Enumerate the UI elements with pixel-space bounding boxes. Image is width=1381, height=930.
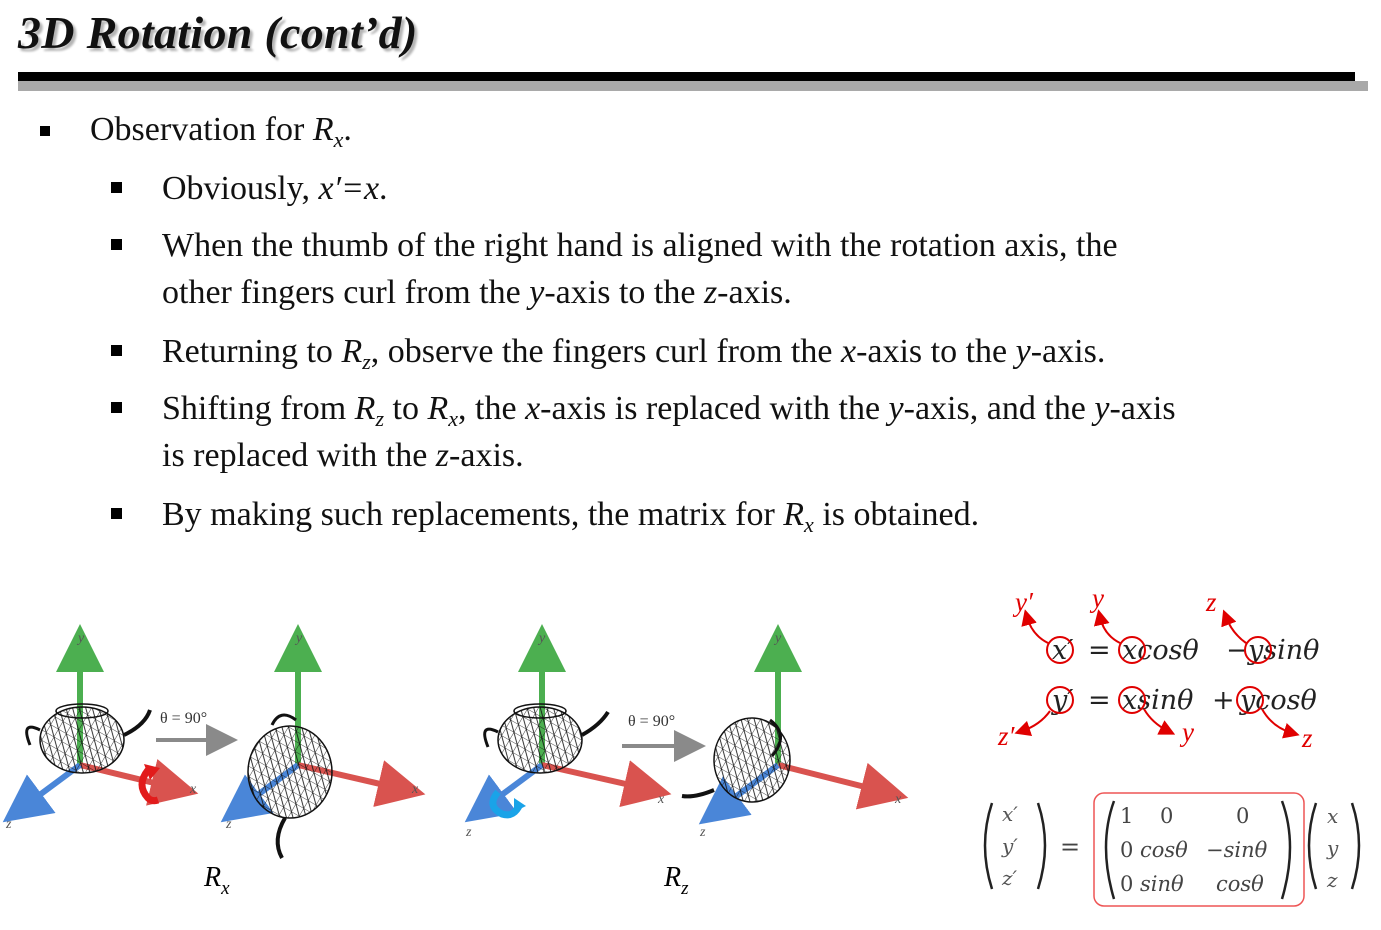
matrix-highlight-box (1093, 792, 1305, 907)
matrix-cell-r2c3: −sinθ (1206, 838, 1268, 862)
rotation-arrowhead-icon (144, 764, 160, 780)
teapot-rotated-icon (681, 717, 791, 803)
axis-label-y: y (294, 631, 303, 646)
axis-label-y: y (773, 631, 782, 646)
bullet-marker (111, 345, 122, 356)
mapping-arrows (1014, 609, 1300, 739)
caption-rx: Rx (203, 862, 230, 899)
bullet-observation: Observation for Rx. (40, 106, 352, 153)
rx-angle-label: θ = 90° (160, 710, 207, 727)
eq1-equals: = (1088, 635, 1111, 666)
eq1-lhs: x′ (1052, 635, 1073, 666)
eq2-term2: ycosθ (1239, 685, 1317, 716)
bullet-shifting: Shifting from Rz to Rx, the x-axis is re… (111, 385, 1377, 479)
axis-label-x: x (411, 782, 419, 797)
axis-label-x: x (189, 782, 197, 797)
lhs-z-prime: z′ (1001, 866, 1018, 890)
rotation-arrowhead-icon (514, 798, 526, 812)
axis-label-z: z (225, 817, 232, 832)
annotation-z-top: z (1205, 587, 1217, 617)
matrix-equation: x′ y′ z′ = 1 0 0 0 cosθ −sinθ 0 sinθ cos… (983, 792, 1361, 907)
left-paren (983, 802, 994, 890)
matrix-cell-r2c2: cosθ (1140, 838, 1188, 862)
eq1-term1: xcosθ (1122, 635, 1199, 666)
eq2-operator: + (1212, 685, 1235, 716)
highlight-circles (1046, 636, 1272, 714)
axis-label-y: y (537, 631, 546, 646)
teapot-rotated-icon (247, 713, 333, 859)
rz-angle-label: θ = 90° (628, 713, 675, 730)
bullet-obviously: Obviously, x′=x. (111, 165, 388, 212)
teapot-icon (25, 703, 152, 774)
right-paren (1036, 802, 1047, 890)
annotation-z-prime: z′ (997, 721, 1016, 751)
matrix-equals: = (1060, 833, 1080, 861)
annotation-z-bottom: z (1301, 723, 1313, 753)
matrix-cell-r1c3: 0 (1236, 804, 1249, 828)
bullet-replacements: By making such replacements, the matrix … (111, 491, 979, 538)
bullet-returning: Returning to Rz, observe the fingers cur… (111, 328, 1105, 375)
annotation-y-top: y (1089, 583, 1104, 613)
axis-label-x: x (657, 792, 665, 807)
title-rule-black (18, 72, 1355, 81)
bullet-marker (111, 182, 122, 193)
equations-panel: x′ = xcosθ − ysinθ y′ = xsinθ + ycosθ y′… (983, 583, 1361, 907)
rhs-x: x (1327, 804, 1338, 828)
eq1-term2: ysinθ (1247, 635, 1319, 666)
matrix-cell-r3c3: cosθ (1216, 872, 1264, 896)
lhs-x-prime: x′ (1002, 802, 1018, 826)
eq2-lhs: y′ (1051, 685, 1073, 716)
rhs-z: z (1326, 868, 1338, 892)
annotation-y-prime: y′ (1012, 587, 1034, 617)
lhs-y-prime: y′ (1001, 834, 1018, 858)
eq2-term1: xsinθ (1122, 685, 1193, 716)
axis-label-y: y (76, 631, 85, 646)
annotation-y-bottom: y (1179, 717, 1194, 747)
eq2-equals: = (1088, 685, 1111, 716)
bullet-marker (111, 508, 122, 519)
bullet-marker (111, 402, 122, 413)
matrix-cell-r3c2: sinθ (1140, 872, 1184, 896)
matrix-cell-r3c1: 0 (1120, 872, 1133, 896)
caption-rz: Rz (663, 862, 689, 899)
eq1-operator: − (1226, 635, 1249, 666)
title-rule-gray (18, 81, 1368, 91)
axis-label-x: x (894, 792, 902, 807)
rotation-arrow-icon (138, 767, 160, 805)
bullet-marker (40, 126, 50, 136)
rotation-figures: y x z θ = 90° y x z Rx y x z θ = 90° (2, 624, 909, 899)
matrix-cell-r2c1: 0 (1120, 838, 1133, 862)
bullet-thumb: When the thumb of the right hand is alig… (111, 222, 1118, 316)
axis-label-z: z (465, 825, 472, 840)
axis-label-z: z (699, 825, 706, 840)
rhs-y: y (1326, 836, 1339, 860)
teapot-icon (483, 703, 610, 774)
right-paren (1350, 802, 1361, 890)
matrix-cell-r1c2: 0 (1160, 804, 1173, 828)
slide-title: 3D Rotation (cont’d) (18, 7, 418, 58)
bullet-marker (111, 239, 122, 250)
axis-label-z: z (5, 817, 12, 832)
left-paren (1307, 802, 1318, 890)
matrix-cell-r1c1: 1 (1120, 804, 1133, 828)
right-paren (1280, 800, 1292, 900)
left-paren (1104, 800, 1116, 900)
